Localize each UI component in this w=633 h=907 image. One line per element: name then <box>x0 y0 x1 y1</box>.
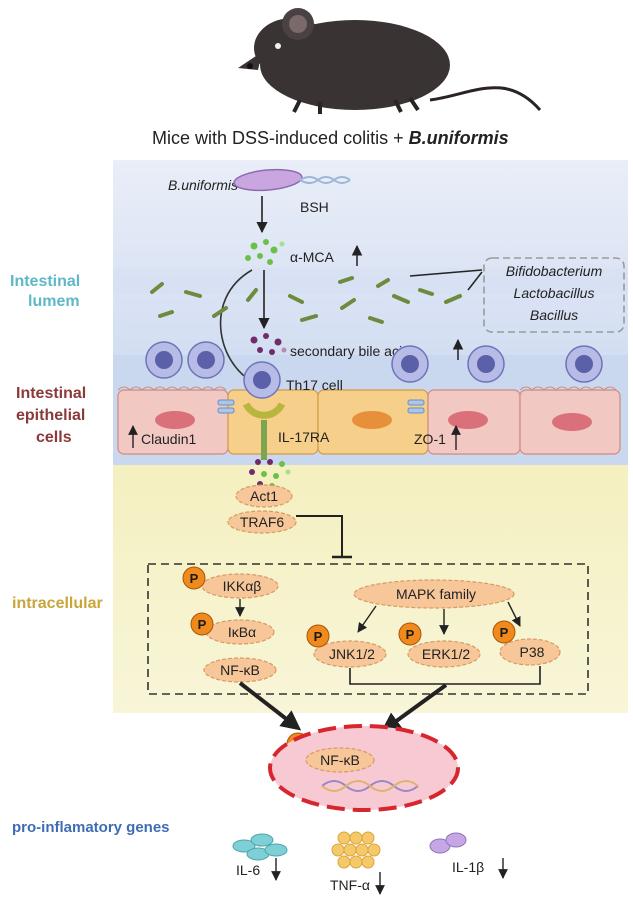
svg-text:P: P <box>190 571 199 586</box>
bacterium-label: B.uniformis <box>168 177 238 193</box>
region-label-intracellular: intracellular <box>12 595 103 612</box>
nucleus-nfkb-node <box>305 747 375 773</box>
bsh-label: BSH <box>300 199 329 215</box>
lumen-bacteria <box>150 276 462 324</box>
microbe-lactobacillus: Lactobacillus <box>514 285 595 301</box>
mapk-node <box>353 579 515 609</box>
traf6-label: TRAF6 <box>240 514 285 530</box>
il6-label: IL-6 <box>236 862 260 878</box>
immune-cells <box>145 341 603 383</box>
dna-icon <box>321 780 419 792</box>
p38-label: P38 <box>520 644 545 660</box>
svg-text:P: P <box>406 627 415 642</box>
svg-text:P: P <box>314 629 323 644</box>
erk-label: ERK1/2 <box>422 646 470 662</box>
mouse-illustration <box>238 8 542 114</box>
region-label-genes: pro-inflamatory genes <box>12 819 170 836</box>
act1-label: Act1 <box>250 488 278 504</box>
jnk-node <box>313 640 387 668</box>
traf6-node <box>227 510 297 534</box>
il1b-label: IL-1β <box>452 859 484 875</box>
microbe-bacillus: Bacillus <box>530 307 578 323</box>
p38-node <box>499 638 561 666</box>
secondary-bile-acid-label: secondary bile acid <box>290 343 410 359</box>
ikk-node <box>201 573 279 599</box>
bacterium-icon <box>233 168 351 192</box>
nucleus-nfkb-label: NF-κB <box>320 752 360 768</box>
figure-title: Mice with DSS-induced colitis + B.unifor… <box>152 128 509 148</box>
il6-icon <box>232 833 288 861</box>
ikk-label: IKKαβ <box>223 578 262 594</box>
erk-node <box>407 640 481 668</box>
svg-text:P: P <box>198 617 207 632</box>
tnf-label: TNF-α <box>330 877 370 893</box>
act1-node <box>235 484 293 508</box>
amca-label: α-MCA <box>290 249 335 265</box>
il17ra-label: IL-17RA <box>278 429 330 445</box>
th17-label: Th17 cell <box>286 377 343 393</box>
claudin1-label: Claudin1 <box>141 431 196 447</box>
jnk-label: JNK1/2 <box>329 646 375 662</box>
svg-text:P: P <box>500 625 509 640</box>
tnf-icon <box>331 831 381 869</box>
zo1-label: ZO-1 <box>414 431 446 447</box>
microbes-box <box>483 257 625 333</box>
il17ra-receptor <box>242 402 286 460</box>
amca-molecules <box>245 239 285 265</box>
ikb-label: IκBα <box>228 624 256 640</box>
secondary-bile-acid-molecules <box>250 333 287 355</box>
mapk-label: MAPK family <box>396 586 476 602</box>
th17-cell <box>243 361 281 399</box>
nfkb-node <box>203 657 277 683</box>
ikb-node <box>205 619 275 645</box>
microbe-bifidobacterium: Bifidobacterium <box>506 263 603 279</box>
il1b-icon <box>429 832 467 854</box>
nfkb-label: NF-κB <box>220 662 260 678</box>
